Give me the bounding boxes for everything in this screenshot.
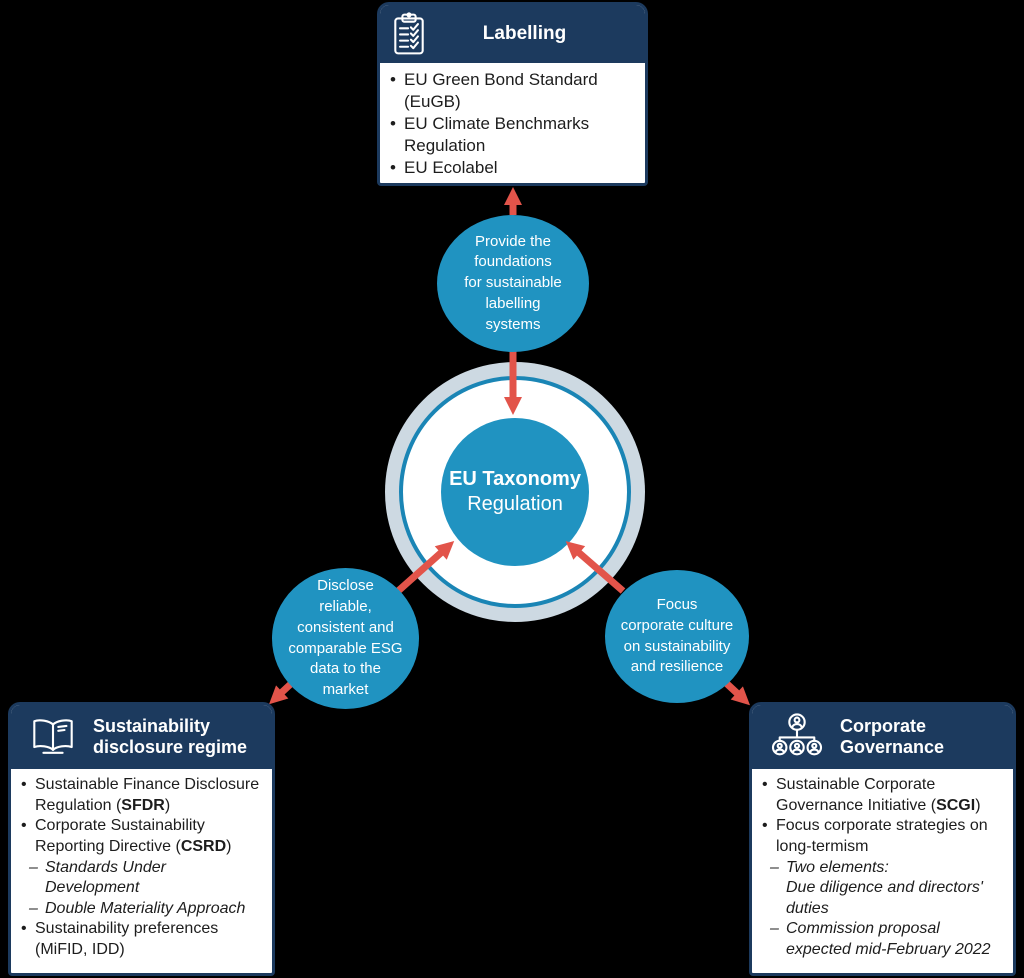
list-item: Corporate Sustainability Reporting Direc… — [18, 816, 268, 857]
list-item: EU Ecolabel — [387, 157, 641, 179]
list-subitem: Commission proposal expected mid-Februar… — [759, 919, 1009, 960]
disclosure-list: Sustainable Finance Disclosure Regulatio… — [11, 769, 272, 965]
list-item: Sustainability preferences (MiFID, IDD) — [18, 919, 268, 960]
list-item: Focus corporate strategies on long-termi… — [759, 816, 1009, 857]
governance-title: Corporate Governance — [840, 715, 945, 757]
labelling-box: Labelling EU Green Bond Standard (EuGB) … — [377, 2, 648, 186]
labelling-title: Labelling — [482, 22, 567, 44]
labelling-list: EU Green Bond Standard (EuGB) EU Climate… — [380, 63, 645, 183]
center-title-bold: EU Taxonomy — [449, 468, 581, 490]
disclosure-box: Sustainability disclosure regime Sustain… — [8, 702, 275, 976]
center-circle: EU Taxonomy Regulation — [441, 418, 589, 566]
connector-circle-labelling: Provide the foundations for sustainable … — [437, 215, 589, 352]
disclosure-title: Sustainability disclosure regime — [93, 715, 248, 757]
list-item: EU Green Bond Standard (EuGB) — [387, 69, 641, 113]
disclosure-header: Sustainability disclosure regime — [11, 705, 272, 769]
connector-circle-governance: Focus corporate culture on sustainabilit… — [605, 570, 749, 703]
list-item: Sustainable Finance Disclosure Regulatio… — [18, 775, 268, 816]
connector-text-labelling: Provide the foundations for sustainable … — [464, 232, 562, 333]
labelling-header: Labelling — [380, 5, 645, 63]
governance-box: Corporate Governance Sustainable Corpora… — [749, 702, 1016, 976]
governance-list: Sustainable Corporate Governance Initiat… — [752, 769, 1013, 965]
list-item: EU Climate Benchmarks Regulation — [387, 113, 641, 157]
center-title-rest: Regulation — [467, 493, 563, 515]
disclosure-body: Sustainable Finance Disclosure Regulatio… — [11, 769, 272, 965]
org-chart-icon — [771, 713, 823, 756]
list-subitem: Standards Under Development — [18, 858, 268, 899]
labelling-body: EU Green Bond Standard (EuGB) EU Climate… — [380, 63, 645, 183]
list-subitem: Two elements: Due diligence and director… — [759, 858, 1009, 920]
connector-text-disclosure: Disclose reliable, consistent and compar… — [288, 577, 403, 698]
connector-text-governance: Focus corporate culture on sustainabilit… — [620, 596, 734, 676]
connector-circle-disclosure: Disclose reliable, consistent and compar… — [272, 568, 419, 709]
list-item: Sustainable Corporate Governance Initiat… — [759, 775, 1009, 816]
checklist-icon — [394, 12, 424, 55]
book-icon — [33, 719, 73, 754]
governance-header: Corporate Governance — [752, 705, 1013, 769]
governance-body: Sustainable Corporate Governance Initiat… — [752, 769, 1013, 965]
list-subitem: Double Materiality Approach — [18, 899, 268, 920]
